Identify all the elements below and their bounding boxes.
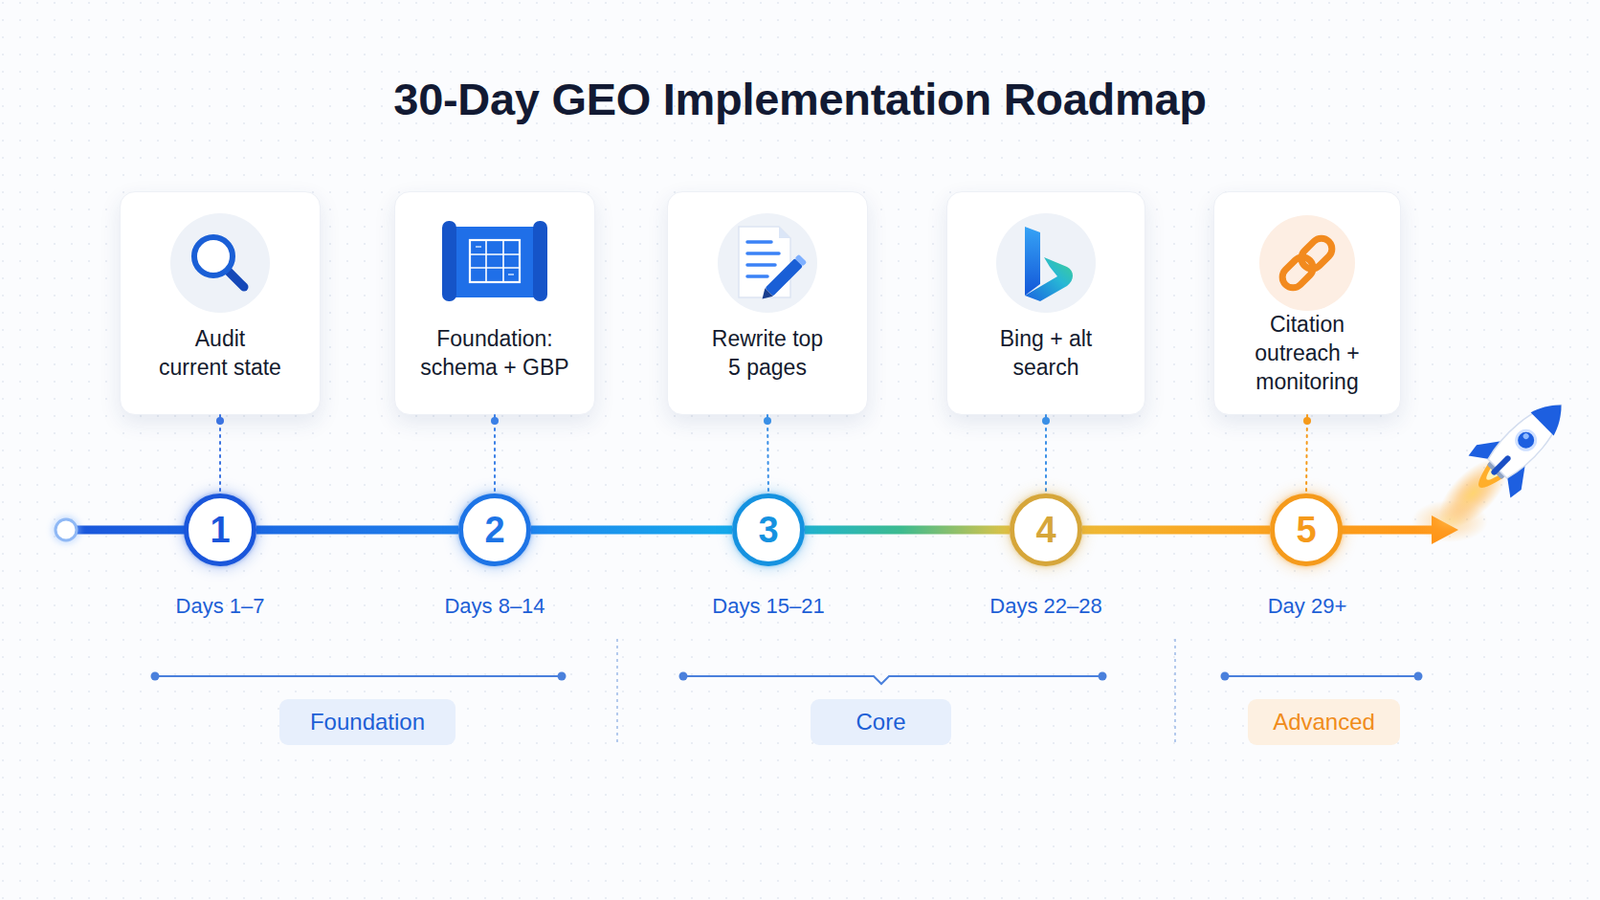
phase-pill: Core xyxy=(810,699,952,746)
timeline-track xyxy=(55,519,77,541)
phase-pill: Foundation xyxy=(279,699,456,746)
day-range: Day 29+ xyxy=(1267,594,1348,620)
day-range: Days 8–14 xyxy=(444,594,545,620)
leader-connector xyxy=(1044,415,1047,494)
leader-connector xyxy=(767,415,769,494)
text-box: Bing + alt search xyxy=(947,311,1145,396)
connector-start-dot xyxy=(216,417,1312,425)
connector-start-dot xyxy=(490,417,499,425)
day-range: Days 15–21 xyxy=(711,594,824,620)
bracket-end-dot xyxy=(1414,672,1423,682)
text-box: 4 xyxy=(1014,498,1078,562)
bracket-end-dot xyxy=(151,672,160,682)
step-number: 2 xyxy=(484,511,505,550)
bracket-end-dot xyxy=(557,672,567,682)
connector-start-dot xyxy=(1042,417,1050,425)
connector-start-dot xyxy=(763,417,772,425)
rocket-illustration xyxy=(1521,432,1530,441)
step-title: Audit current state xyxy=(158,324,283,382)
bracket-end-dot xyxy=(1221,672,1230,682)
bracket-end-dot xyxy=(1098,672,1108,682)
timeline-track xyxy=(66,526,188,535)
connector-start-dot xyxy=(216,417,224,425)
connector-start-dot xyxy=(1303,417,1312,425)
step-number-circle: 2 xyxy=(458,493,532,567)
step-number-circle: 1 xyxy=(183,493,257,567)
step-card: Foundation: schema + GBP xyxy=(394,191,596,416)
timeline-segment xyxy=(804,526,1010,535)
text-box: 5 xyxy=(1274,498,1338,562)
bracket-end-dot xyxy=(151,672,1423,682)
text-box: 2 xyxy=(463,498,527,562)
bracket-end-dot xyxy=(679,672,689,682)
text-box: Foundation xyxy=(279,699,456,746)
text-box: Rewrite top 5 pages xyxy=(667,311,867,396)
rocket-illustration xyxy=(1489,454,1512,477)
phase-pill: Advanced xyxy=(1247,699,1400,746)
text-box: Advanced xyxy=(1247,699,1400,746)
phase-bracket xyxy=(683,676,1103,685)
rocket-illustration xyxy=(1426,446,1519,539)
text-box: Core xyxy=(810,699,952,746)
leader-connector xyxy=(1306,415,1308,494)
timeline-segment xyxy=(256,526,459,535)
timeline-track xyxy=(66,523,188,537)
step-number: 4 xyxy=(1035,511,1056,550)
leader-connector xyxy=(493,415,496,494)
rocket-illustration xyxy=(1531,394,1574,437)
rocket-illustration xyxy=(1420,382,1584,547)
step-title: Bing + alt search xyxy=(992,324,1100,382)
text-box: Foundation: schema + GBP xyxy=(395,311,595,396)
leader-connector xyxy=(219,415,222,494)
step-number-circle: 4 xyxy=(1009,493,1083,567)
rocket-illustration xyxy=(1512,426,1540,454)
text-box: Audit current state xyxy=(120,311,320,396)
step-title: Rewrite top 5 pages xyxy=(704,324,831,382)
step-number-circle: 5 xyxy=(1269,493,1343,567)
step-card: Audit current state xyxy=(119,191,321,416)
timeline-segment xyxy=(1082,526,1270,535)
diagram-title: 30-Day GEO Implementation Roadmap xyxy=(0,72,1600,126)
phase-bracket xyxy=(1224,675,1419,678)
step-number: 1 xyxy=(209,511,230,550)
step-card: Citation outreach + monitoring xyxy=(1213,191,1401,416)
phase-separator xyxy=(617,639,1176,747)
step-card: Rewrite top 5 pages xyxy=(666,191,868,416)
phase-name: Core xyxy=(855,709,906,736)
step-title: Citation outreach + monitoring xyxy=(1247,310,1367,397)
step-number: 5 xyxy=(1295,511,1316,550)
day-range: Days 1–7 xyxy=(176,594,266,620)
phase-separator xyxy=(616,639,619,747)
phase-separator xyxy=(1174,639,1177,747)
phase-bracket xyxy=(155,675,562,678)
step-number: 3 xyxy=(757,511,778,550)
timeline-segment xyxy=(531,526,733,535)
rocket-illustration xyxy=(1485,393,1575,483)
day-range: Days 22–28 xyxy=(989,594,1102,620)
text-box: 1 xyxy=(188,498,252,562)
step-number-circle: 3 xyxy=(732,493,805,567)
phase-name: Foundation xyxy=(310,709,425,736)
step-title: Foundation: schema + GBP xyxy=(413,324,577,382)
text-box: Citation outreach + monitoring xyxy=(1214,311,1400,396)
text-box: 3 xyxy=(736,498,800,562)
timeline-track xyxy=(51,515,81,545)
step-card: Bing + alt search xyxy=(946,191,1146,416)
phase-name: Advanced xyxy=(1272,709,1376,736)
